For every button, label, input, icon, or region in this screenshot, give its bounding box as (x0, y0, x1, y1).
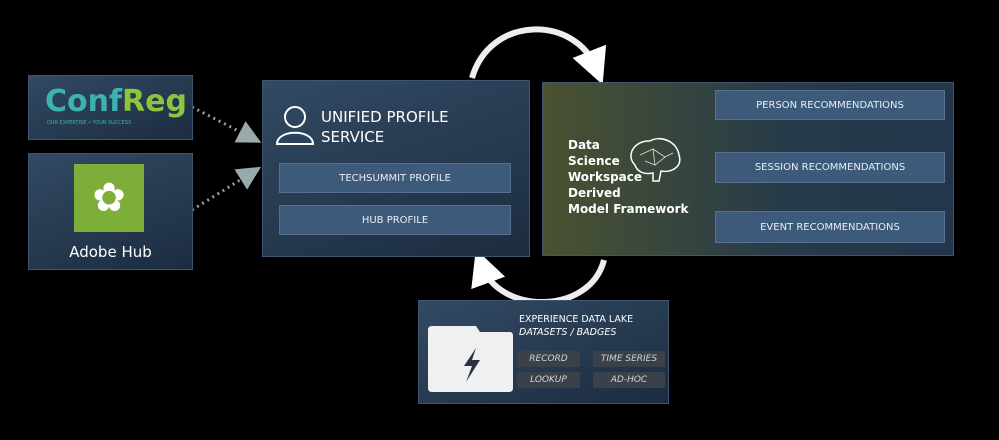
brain-icon (625, 135, 683, 183)
confreg-logo: ConfReg (45, 84, 187, 119)
session-recommendations[interactable]: SESSION RECOMMENDATIONS (715, 152, 945, 183)
top-cycle-arrow (469, 26, 607, 85)
record-button[interactable]: RECORD (517, 351, 580, 367)
hub-profile[interactable]: HUB PROFILE (279, 205, 511, 235)
data-lake-title: EXPERIENCE DATA LAKE (519, 314, 634, 325)
lookup-button[interactable]: LOOKUP (517, 372, 580, 388)
adobe-hub-label: Adobe Hub (69, 243, 152, 261)
confreg-box: ConfReg OUR EXPERTISE • YOUR SUCCESS (28, 75, 193, 140)
confreg-tagline: OUR EXPERTISE • YOUR SUCCESS (47, 120, 132, 126)
data-lake-subtitle: DATASETS / BADGES (519, 327, 617, 338)
hub-arrow (191, 166, 262, 212)
adobe-hub-logo-icon: ✿ (74, 164, 144, 232)
techsummit-profile[interactable]: TECHSUMMIT PROFILE (279, 163, 511, 193)
adobe-hub-box: ✿ Adobe Hub (28, 153, 193, 270)
user-icon (275, 103, 315, 145)
ad-hoc-button[interactable]: AD-HOC (593, 372, 665, 388)
bottom-cycle-arrow (471, 249, 607, 305)
confreg-arrow (191, 105, 262, 143)
experience-data-lake: EXPERIENCE DATA LAKE DATASETS / BADGES R… (418, 300, 669, 404)
folder-bolt-icon (428, 326, 513, 392)
person-recommendations[interactable]: PERSON RECOMMENDATIONS (715, 90, 945, 120)
time-series-button[interactable]: TIME SERIES (593, 351, 665, 367)
event-recommendations[interactable]: EVENT RECOMMENDATIONS (715, 211, 945, 243)
